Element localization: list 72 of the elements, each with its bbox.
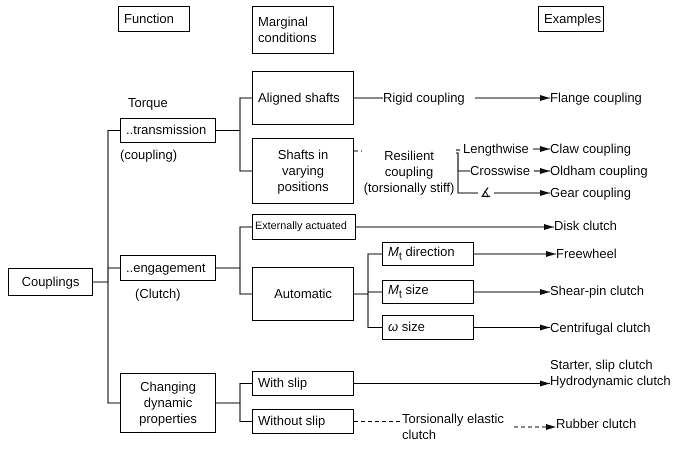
box-label: ..transmission — [126, 122, 208, 139]
column-header — [538, 6, 604, 32]
node-caption: Torque — [128, 95, 168, 111]
function-box — [120, 373, 216, 433]
arrow — [354, 380, 550, 386]
condition-box — [252, 371, 354, 396]
root-box — [8, 268, 93, 296]
connector-line — [354, 420, 402, 422]
connector-line — [216, 402, 252, 422]
example-label: Shear-pin clutch — [550, 282, 645, 300]
example-label: Claw coupling — [550, 140, 632, 158]
node-caption: (coupling) — [120, 147, 178, 163]
arrow — [475, 95, 550, 101]
arrow — [514, 424, 556, 430]
arrow — [533, 146, 550, 152]
box-label: M$_{t}$ direction — [388, 244, 456, 264]
arrow — [474, 289, 550, 295]
connector-line — [216, 130, 252, 172]
connector-line — [354, 150, 362, 152]
condition-box — [382, 242, 474, 266]
arrow — [474, 324, 550, 330]
branch-label: Crosswise — [470, 162, 531, 180]
example-label: Disk clutch — [554, 218, 618, 234]
arrow — [534, 168, 550, 174]
condition-box — [382, 280, 474, 304]
column-header — [252, 6, 334, 54]
box-label: With slip — [258, 375, 308, 392]
connector-line — [354, 293, 382, 328]
box-label: Function — [124, 10, 175, 28]
box-label: Shafts in varying positions — [276, 146, 330, 196]
branch-label: (torsionally stiff) — [362, 180, 456, 196]
connector-line — [456, 152, 478, 194]
condition-box — [252, 138, 354, 204]
example-label: Gear coupling — [550, 184, 632, 202]
box-label: ..engagement — [126, 260, 207, 276]
box-label: Couplings — [20, 274, 80, 290]
example-label: Flange coupling — [550, 90, 643, 106]
condition-box — [252, 409, 354, 434]
column-header — [118, 6, 190, 32]
example-label: Freewheel — [556, 246, 618, 262]
branch-label: Rigid coupling — [383, 90, 466, 106]
arrow — [494, 190, 550, 196]
function-box — [120, 255, 216, 281]
connector-line — [456, 149, 463, 151]
example-label: Starter, slip clutch — [550, 356, 654, 373]
box-label: ω size — [388, 319, 426, 336]
example-label: Oldham coupling — [550, 162, 649, 180]
example-label: Hydrodynamic clutch — [550, 373, 672, 390]
box-label: M$_{t}$ size — [388, 282, 430, 302]
arrow — [356, 224, 554, 230]
box-label: Externally actuated — [255, 220, 348, 234]
condition-box — [252, 267, 354, 321]
condition-box — [252, 71, 354, 125]
box-label: Aligned shafts — [258, 90, 341, 106]
branch-label: Resilient coupling — [383, 148, 435, 180]
connector-line — [93, 281, 120, 404]
arrow — [474, 251, 556, 257]
angle-symbol: ∡ — [479, 184, 493, 202]
branch-label: Lengthwise — [463, 140, 530, 158]
connector-line — [216, 267, 252, 295]
box-label: Automatic — [273, 286, 333, 302]
function-box — [120, 118, 216, 143]
branch-label: Torsionally elastic clutch — [402, 410, 505, 444]
condition-box — [382, 315, 474, 340]
node-caption: (Clutch) — [135, 286, 181, 302]
box-label: Marginal conditions — [258, 14, 318, 46]
box-label: Changing dynamic properties — [138, 378, 198, 428]
example-label: Centrifugal clutch — [550, 320, 652, 336]
example-label: Rubber clutch — [556, 416, 638, 432]
connector-line — [354, 97, 383, 99]
condition-box — [252, 214, 356, 240]
box-label: Without slip — [258, 413, 326, 430]
